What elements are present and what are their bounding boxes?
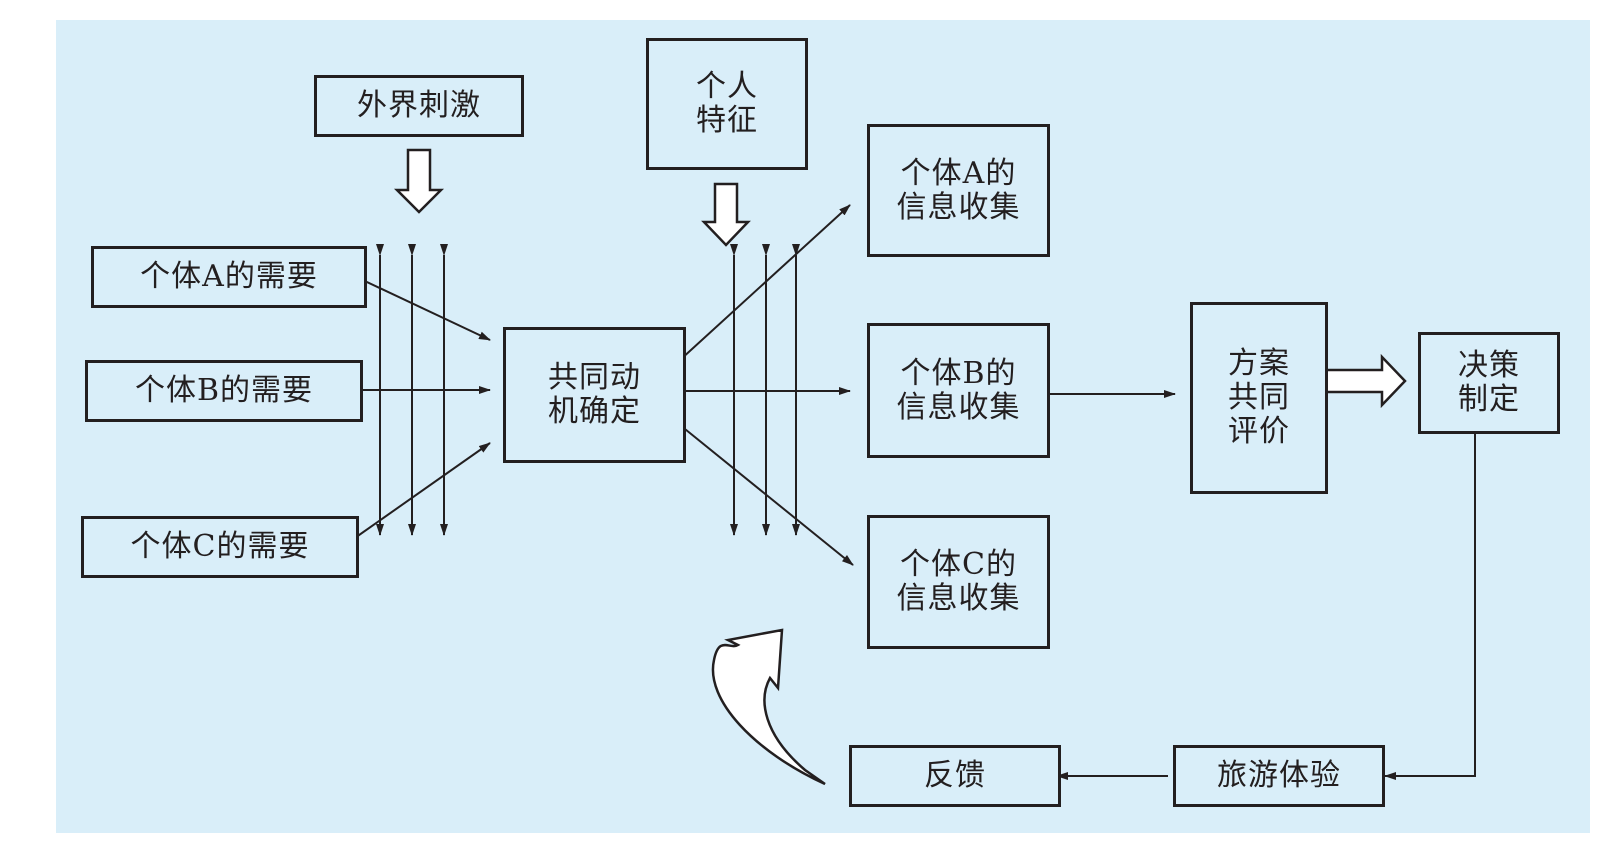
need-a-box: 个体A的需要 xyxy=(91,246,367,308)
info-a-box: 个体A的 信息收集 xyxy=(867,124,1050,257)
feedback-box: 反馈 xyxy=(849,745,1061,807)
info-c-line-2: 信息收集 xyxy=(896,581,1021,616)
info-b-box: 个体B的 信息收集 xyxy=(867,323,1050,458)
external-stimulus-label: 外界刺激 xyxy=(357,88,481,123)
external-stimulus-box: 外界刺激 xyxy=(314,75,524,137)
need-c-box: 个体C的需要 xyxy=(81,516,359,578)
stimulus-down-arrow-icon xyxy=(393,148,445,214)
arrow-decision-to-travel xyxy=(1384,433,1476,780)
info-a-line-1: 个体A的 xyxy=(900,155,1017,191)
joint-evaluation-line-2: 共同 xyxy=(1228,380,1290,415)
need-b-box: 个体B的需要 xyxy=(85,360,363,422)
need-a-label: 个体A的需要 xyxy=(140,259,318,294)
decision-line-2: 制定 xyxy=(1458,382,1520,417)
common-motive-line-1: 共同动 xyxy=(548,360,641,395)
travel-experience-box: 旅游体验 xyxy=(1173,745,1385,807)
personal-traits-line-1: 个人 xyxy=(696,69,758,104)
diagram-background xyxy=(56,20,1590,833)
decision-box: 决策 制定 xyxy=(1418,332,1560,434)
common-motive-box: 共同动 机确定 xyxy=(503,327,686,463)
need-b-label: 个体B的需要 xyxy=(134,373,314,408)
info-c-line-1: 个体C的 xyxy=(900,547,1017,582)
joint-evaluation-box: 方案 共同 评价 xyxy=(1190,302,1328,494)
info-b-line-2: 信息收集 xyxy=(896,389,1021,425)
info-b-line-1: 个体B的 xyxy=(900,355,1017,391)
arrow-need-a-to-motive xyxy=(351,274,491,341)
joint-evaluation-line-3: 评价 xyxy=(1228,414,1290,449)
cycle-arrow-icon xyxy=(711,628,826,786)
decision-line-1: 决策 xyxy=(1458,348,1520,383)
travel-experience-label: 旅游体验 xyxy=(1217,758,1341,793)
need-c-label: 个体C的需要 xyxy=(130,529,310,564)
joint-evaluation-line-1: 方案 xyxy=(1228,346,1290,381)
info-c-box: 个体C的 信息收集 xyxy=(867,515,1050,649)
evaluation-to-decision-arrow-icon xyxy=(1320,353,1407,409)
traits-down-arrow-icon xyxy=(701,182,751,247)
common-motive-line-2: 机确定 xyxy=(548,394,641,429)
personal-traits-box: 个人 特征 xyxy=(646,38,808,170)
info-a-line-2: 信息收集 xyxy=(896,189,1021,225)
feedback-label: 反馈 xyxy=(924,758,986,793)
arrow-need-c-to-motive xyxy=(351,442,491,541)
personal-traits-line-2: 特征 xyxy=(696,103,758,138)
